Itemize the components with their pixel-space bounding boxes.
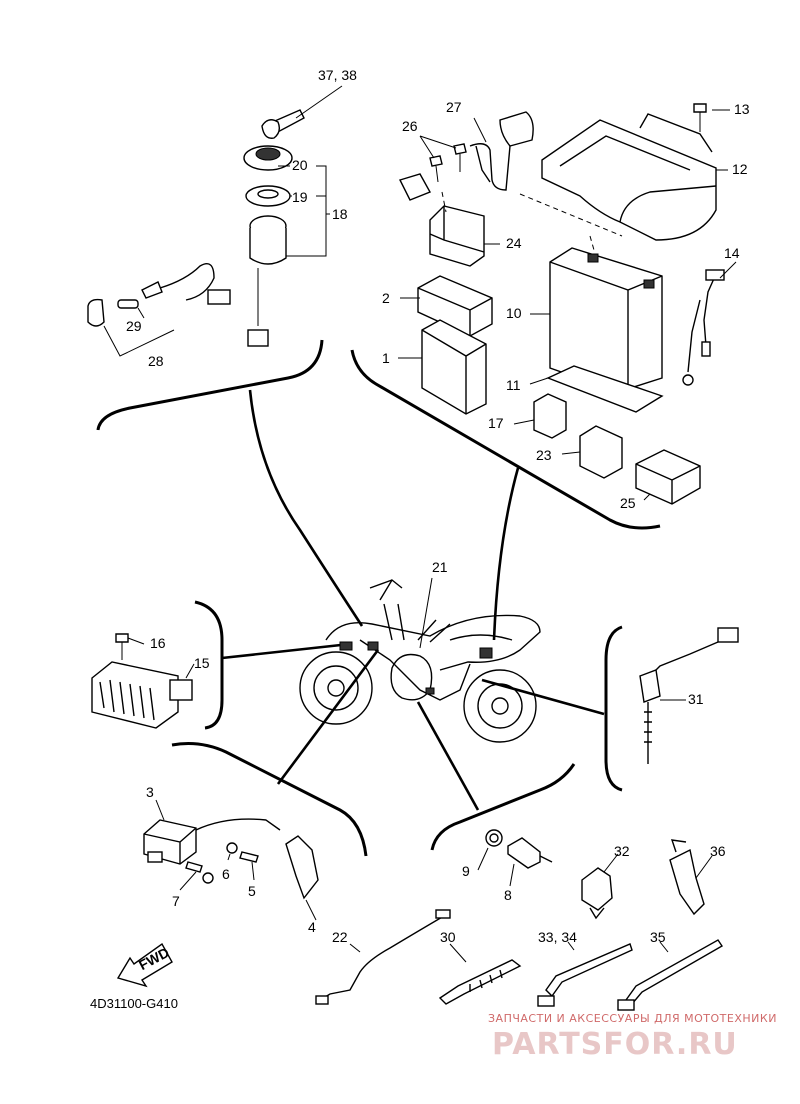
callout-10: 10 (506, 305, 522, 321)
callout-19: 19 (292, 189, 308, 205)
callout-35: 35 (650, 929, 666, 945)
callout-8: 8 (504, 887, 512, 903)
callout-17: 17 (488, 415, 504, 431)
callout-33-34: 33, 34 (538, 929, 577, 945)
terminal-cover-icon (499, 111, 534, 147)
case-icon (417, 275, 493, 337)
callout-9: 9 (462, 863, 470, 879)
rectifier-group (91, 633, 195, 729)
washer-icon (226, 842, 238, 854)
watermark-brand: PARTSFOR.RU (492, 1027, 738, 1062)
callout-3: 3 (146, 784, 154, 800)
diagram-code: 4D31100-G410 (90, 996, 178, 1011)
fwd-arrow: FWD (116, 942, 173, 988)
callout-28: 28 (148, 353, 164, 369)
battery-box-icon (541, 119, 717, 241)
callout-5: 5 (248, 883, 256, 899)
battery-pad-icon (546, 365, 664, 413)
callout-1: 1 (382, 350, 390, 366)
battery-group (398, 103, 737, 505)
callout-16: 16 (150, 635, 166, 651)
callout-32: 32 (614, 843, 630, 859)
callout-6: 6 (222, 866, 230, 882)
callout-18: 18 (332, 206, 348, 222)
rectifier-bolt-icon (115, 633, 129, 643)
callout-11: 11 (506, 377, 521, 393)
cable-tie-icon (545, 943, 633, 998)
nut-icon (202, 872, 214, 884)
callout-2: 2 (382, 290, 390, 306)
battery-lead-icon (705, 269, 725, 281)
callout-37-38: 37, 38 (318, 67, 357, 83)
callout-7: 7 (172, 893, 180, 909)
fuse-cap-icon (87, 298, 105, 327)
battery-icon (549, 247, 663, 393)
cable-band-group (315, 909, 723, 1011)
bolt-icon (693, 103, 707, 113)
watermark: ЗАПЧАСТИ И АКСЕССУАРЫ ДЛЯ МОТОТЕХНИКИ PA… (488, 1012, 777, 1062)
callout-29: 29 (126, 318, 142, 334)
callout-27: 27 (446, 99, 462, 115)
callout-15: 15 (194, 655, 210, 671)
main-switch-group (87, 85, 343, 357)
band-icon (438, 959, 522, 1005)
fuse-box-icon (635, 449, 701, 505)
switch-connector-icon (247, 329, 269, 347)
sensor-group (477, 829, 553, 887)
fwd-arrow-icon (116, 942, 173, 988)
sensor-icon (507, 837, 541, 869)
relay-icon (533, 393, 567, 439)
callout-21: 21 (432, 559, 448, 575)
neutral-switch-group (639, 627, 739, 764)
callout-23: 23 (536, 447, 552, 463)
spark-plug-cap-icon (285, 835, 319, 900)
callout-24: 24 (506, 235, 522, 251)
neutral-switch-icon (639, 669, 661, 703)
fuse-connector-icon (207, 289, 231, 305)
screw-icon (239, 851, 259, 863)
callout-25: 25 (620, 495, 636, 511)
callout-13: 13 (734, 101, 750, 117)
lock-nut-icon (245, 185, 291, 207)
group-brackets (96, 339, 661, 857)
callout-30: 30 (440, 929, 456, 945)
rectifier-connector-icon (169, 679, 193, 701)
starter-relay-icon (429, 205, 485, 267)
cable-tie-long-icon (625, 939, 723, 1005)
ecu-icon (421, 319, 487, 415)
holder-icon (581, 867, 613, 911)
callout-12: 12 (732, 161, 748, 177)
callout-4: 4 (308, 919, 316, 935)
callout-14: 14 (724, 245, 740, 261)
callout-labels: 37, 38 20 19 18 29 28 27 26 13 12 14 24 … (126, 67, 750, 945)
clamp-icon (669, 848, 705, 916)
atv-vehicle (299, 577, 541, 743)
watermark-tagline: ЗАПЧАСТИ И АКСЕССУАРЫ ДЛЯ МОТОТЕХНИКИ (488, 1012, 777, 1025)
callout-20: 20 (292, 157, 308, 173)
ignition-coil-group (143, 799, 319, 921)
callout-36: 36 (710, 843, 726, 859)
fuse-icon (117, 299, 139, 309)
connector-icon (717, 627, 739, 643)
callout-22: 22 (332, 929, 348, 945)
callout-26: 26 (402, 118, 418, 134)
gasket-icon (485, 829, 503, 847)
relay-unit-icon (579, 425, 623, 479)
clamp-group (581, 839, 713, 920)
vehicle-leader-lines (221, 389, 605, 811)
cable-icon (319, 915, 445, 1001)
callout-31: 31 (688, 691, 704, 707)
rectifier-regulator-icon (91, 661, 179, 729)
